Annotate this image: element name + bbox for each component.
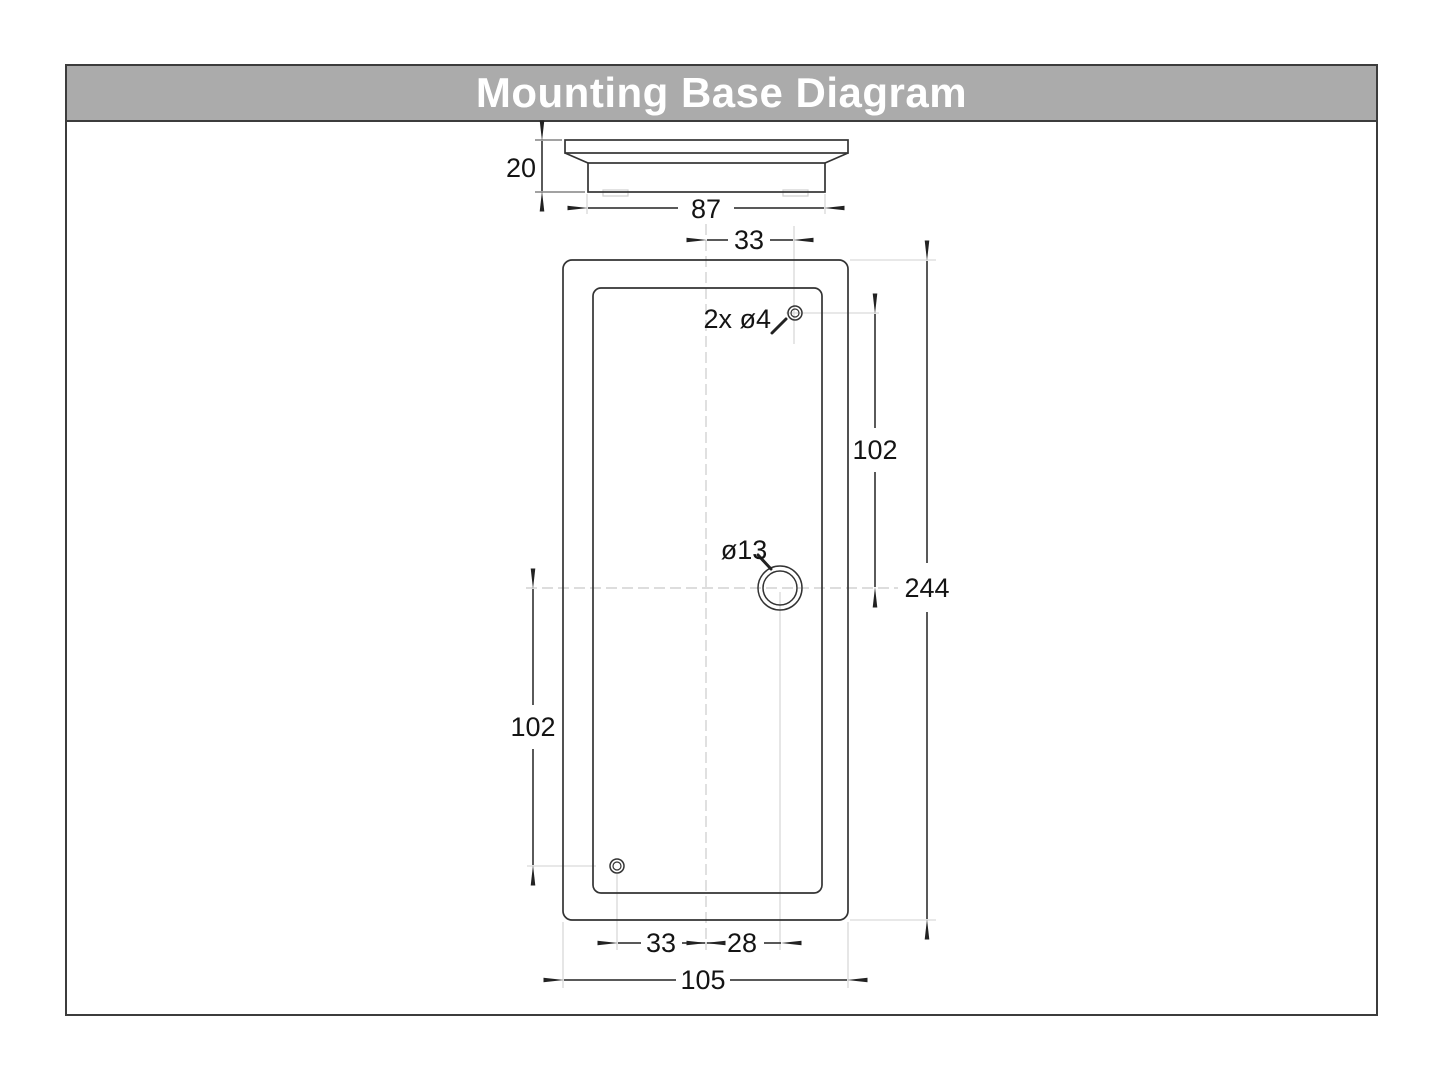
dim-lower-span-label: 102: [510, 712, 555, 742]
dim-side-width-label: 87: [691, 194, 721, 224]
page-title: Mounting Base Diagram: [475, 69, 968, 116]
cable-hole-leader: [756, 553, 773, 571]
dim-top-offset-label: 33: [734, 225, 764, 255]
side-view-right-foot: [782, 189, 809, 197]
dim-overall-height-label: 244: [904, 573, 949, 603]
screw-hole-leader: [770, 317, 788, 335]
side-view: [564, 139, 849, 197]
side-view-left-foot: [602, 189, 629, 197]
screw-hole-top-outer: [787, 305, 803, 321]
base-outer-outline: [562, 259, 849, 921]
dim-upper-span-label: 102: [852, 435, 897, 465]
dim-bottom-center-offset-label: 28: [727, 928, 757, 958]
screw-hole-bottom-outer: [609, 858, 625, 874]
cable-hole-label: ø13: [721, 535, 768, 565]
title-bar: Mounting Base Diagram: [67, 66, 1376, 122]
dim-side-height-label: 20: [506, 153, 536, 183]
screw-holes-label: 2x ø4: [703, 304, 771, 334]
leader-lines: [756, 317, 788, 571]
screw-hole-top-inner: [790, 308, 800, 318]
drawing-frame: Mounting Base Diagram: [65, 64, 1378, 1016]
cable-hole-inner: [762, 570, 798, 606]
dim-bottom-offset-label: 33: [646, 928, 676, 958]
cable-hole-outer: [757, 565, 803, 611]
dimension-lines: [530, 120, 930, 983]
centerlines: [526, 224, 898, 950]
base-inner-outline: [592, 287, 823, 894]
side-view-top-plate: [564, 139, 849, 154]
dim-overall-width-label: 105: [680, 965, 725, 995]
side-view-body: [587, 162, 826, 193]
front-view: [562, 259, 849, 921]
screw-hole-bottom-inner: [612, 861, 622, 871]
